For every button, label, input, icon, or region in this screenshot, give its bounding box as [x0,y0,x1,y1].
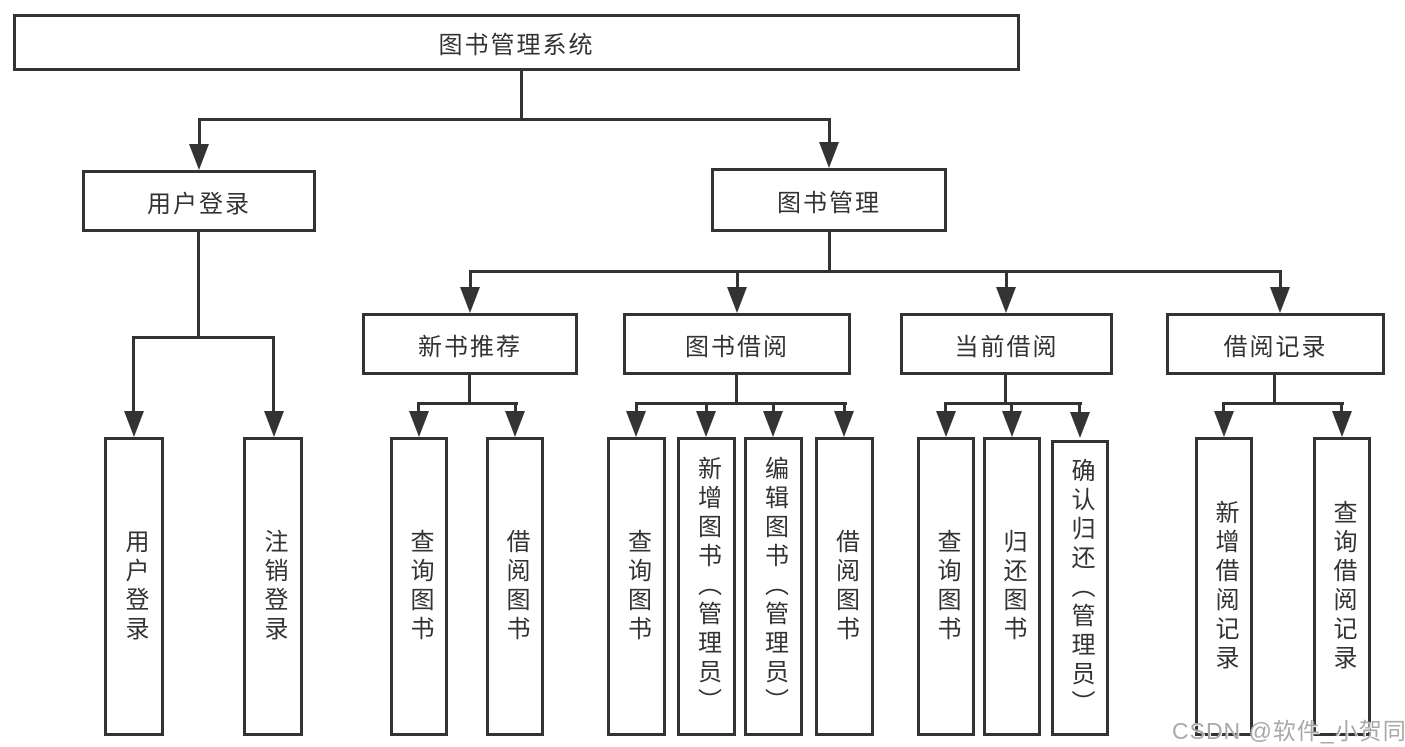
connector-stem [735,375,738,404]
arrow-down-icon [696,411,716,437]
connector-stem [469,273,472,289]
node-current-borrowing: 当前借阅 [900,313,1113,375]
leaf-add-borrow-record: 新增借阅记录 [1195,437,1253,736]
csdn-watermark: CSDN @软件_小贺同学 [1172,718,1405,744]
connector-stem [1340,405,1343,413]
arrow-down-icon [1270,287,1290,313]
leaf-return-books: 归还图书 [983,437,1041,736]
connector-stem [772,405,775,413]
connector-branch-line [1222,402,1344,405]
connector-branch-line [417,402,518,405]
connector-stem [1273,375,1276,404]
node-book-management: 图书管理 [711,168,947,232]
arrow-down-icon [264,411,284,437]
arrow-down-icon [819,142,839,168]
node-root: 图书管理系统 [13,14,1020,71]
leaf-logout: 注销登录 [243,437,303,736]
arrow-down-icon [189,144,209,170]
connector-stem [843,405,846,413]
arrow-down-icon [1332,411,1352,437]
node-borrowing-records: 借阅记录 [1166,313,1385,375]
connector-branch-line [132,336,275,339]
leaf-query-books-current: 查询图书 [917,437,975,736]
connector-stem [417,405,420,413]
connector-stem [132,339,135,413]
leaf-query-borrow-record: 查询借阅记录 [1313,437,1371,736]
arrow-down-icon [124,411,144,437]
connector-stem [198,121,201,146]
connector-stem [705,405,708,413]
connector-stem [736,273,739,289]
connector-branch-line [198,118,831,121]
arrow-down-icon [996,287,1016,313]
arrow-down-icon [505,411,525,437]
connector-stem [828,232,831,272]
leaf-user-login: 用户登录 [104,437,164,736]
connector-stem [828,121,831,144]
arrow-down-icon [727,287,747,313]
arrow-down-icon [834,411,854,437]
connector-branch-line [635,402,847,405]
node-new-book-recommend: 新书推荐 [362,313,578,375]
connector-stem [1004,375,1007,404]
arrow-down-icon [409,411,429,437]
leaf-query-books-recommend: 查询图书 [390,437,448,736]
leaf-borrow-books-recommend: 借阅图书 [486,437,544,736]
connector-stem [520,71,523,119]
connector-stem [1010,405,1013,413]
connector-stem [635,405,638,413]
arrow-down-icon [1002,411,1022,437]
leaf-edit-books-admin: 编辑图书（管理员） [744,437,803,736]
connector-stem [944,405,947,413]
arrow-down-icon [936,411,956,437]
connector-stem [272,339,275,413]
leaf-add-books-admin: 新增图书（管理员） [677,437,736,736]
node-book-borrowing: 图书借阅 [623,313,851,375]
connector-branch-line [944,402,1082,405]
node-user-login: 用户登录 [82,170,316,232]
connector-stem [514,405,517,413]
leaf-query-books-borrowing: 查询图书 [607,437,666,736]
leaf-borrow-books-borrowing: 借阅图书 [815,437,874,736]
arrow-down-icon [1070,412,1090,438]
arrow-down-icon [460,287,480,313]
arrow-down-icon [1214,411,1234,437]
arrow-down-icon [626,411,646,437]
connector-stem [1279,273,1282,289]
connector-stem [1005,273,1008,289]
connector-stem [468,375,471,404]
arrow-down-icon [763,411,783,437]
connector-branch-line [469,270,1282,273]
connector-stem [1222,405,1225,413]
leaf-confirm-return-admin: 确认归还（管理员） [1051,440,1109,736]
connector-stem [1078,405,1081,413]
connector-stem [197,232,200,336]
